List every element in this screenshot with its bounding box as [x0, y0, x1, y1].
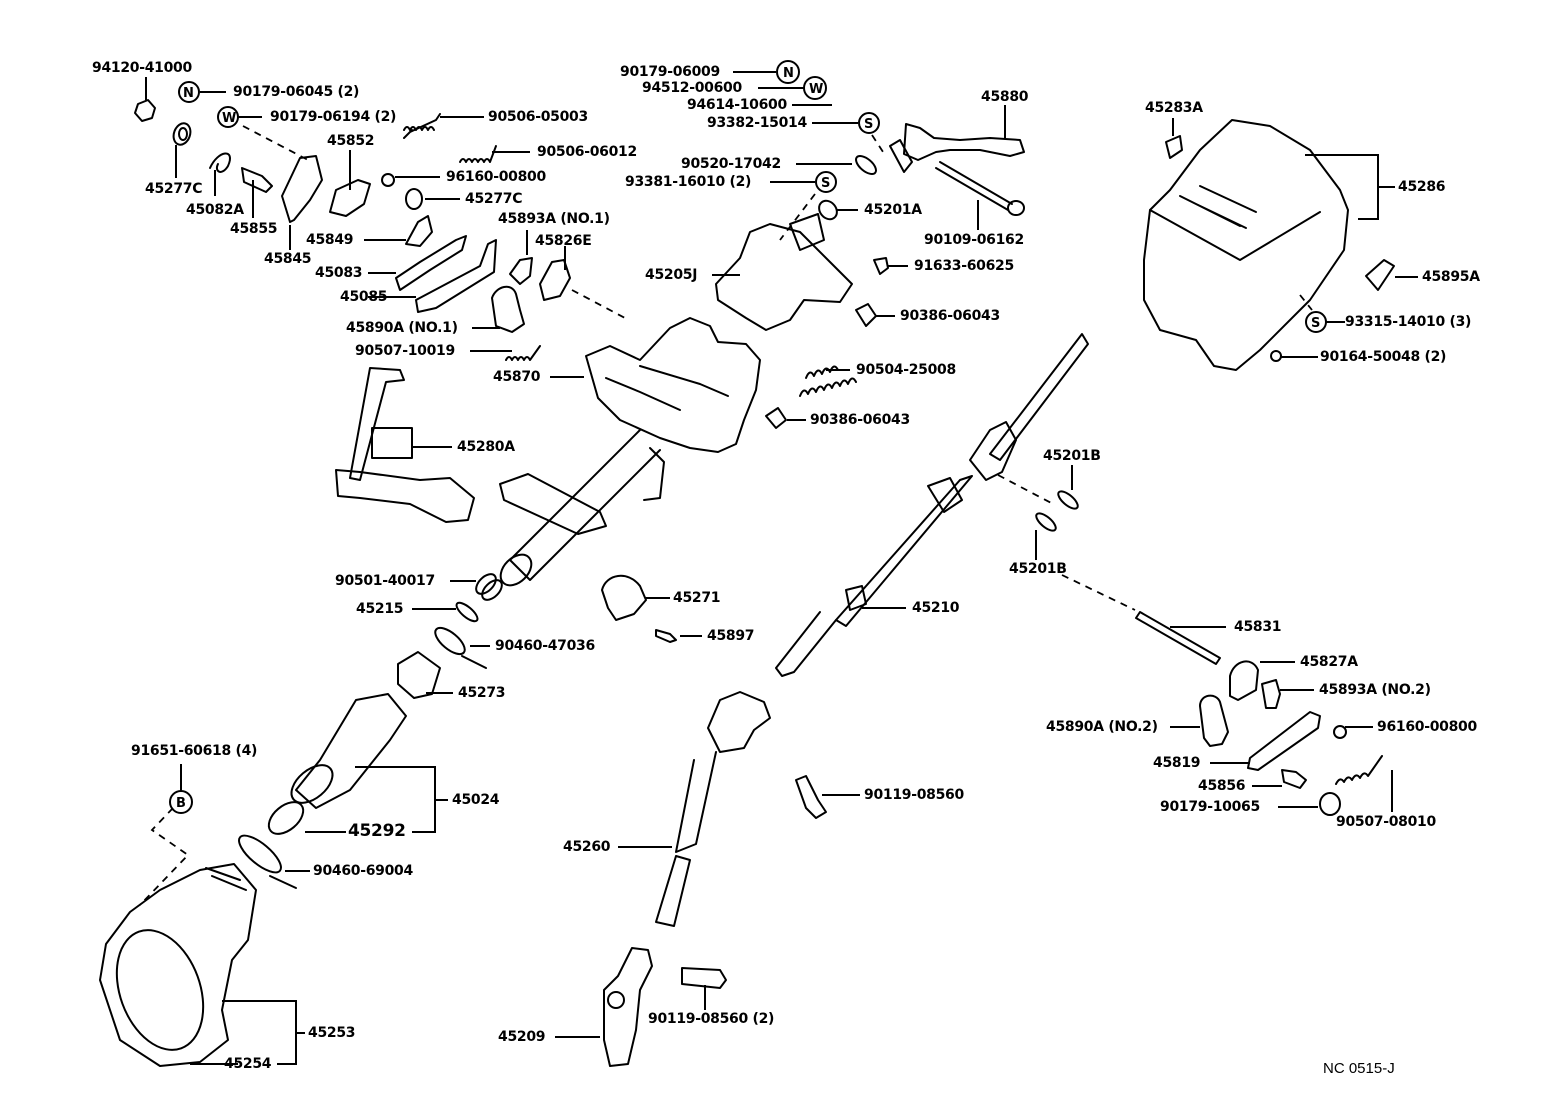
label-45209: 45209: [498, 1029, 546, 1045]
part-drawings: [99, 99, 1395, 1067]
diagram-code: NC 0515-J: [1323, 1060, 1395, 1077]
label-90119-08560-x2: 90119-08560 (2): [648, 1011, 775, 1027]
label-45831: 45831: [1234, 619, 1282, 635]
label-45210: 45210: [912, 600, 960, 616]
label-45893A-no2: 45893A (NO.2): [1319, 682, 1431, 698]
symbol-n-1: N: [183, 86, 194, 101]
label-45895A: 45895A: [1422, 269, 1480, 285]
nut-shape: [134, 99, 156, 122]
leader-lines: [145, 71, 1418, 1065]
label-45845: 45845: [264, 251, 312, 267]
label-90504-25008: 90504-25008: [856, 362, 956, 378]
label-90460-47036: 90460-47036: [495, 638, 595, 654]
label-45827A: 45827A: [1300, 654, 1358, 670]
label-45205J: 45205J: [645, 267, 698, 283]
label-90179-06045: 90179-06045 (2): [233, 84, 360, 100]
label-90119-08560: 90119-08560: [864, 787, 964, 803]
label-90520-17042: 90520-17042: [681, 156, 781, 172]
symbol-s-3: S: [1311, 316, 1320, 331]
label-45286: 45286: [1398, 179, 1446, 195]
label-91651-60618: 91651-60618 (4): [131, 743, 258, 759]
label-90179-06009: 90179-06009: [620, 64, 720, 80]
label-90164-50048: 90164-50048 (2): [1320, 349, 1447, 365]
label-90179-10065: 90179-10065: [1160, 799, 1260, 815]
label-94512-00600: 94512-00600: [642, 80, 742, 96]
label-45253: 45253: [308, 1025, 356, 1041]
label-45201B-upper: 45201B: [1043, 448, 1101, 464]
label-90179-06194: 90179-06194 (2): [270, 109, 397, 125]
label-45897: 45897: [707, 628, 755, 644]
label-45260: 45260: [563, 839, 611, 855]
symbol-s-1: S: [864, 117, 873, 132]
label-45215: 45215: [356, 601, 404, 617]
label-93315-14010: 93315-14010 (3): [1345, 314, 1472, 330]
label-90386-06043-upper: 90386-06043: [900, 308, 1000, 324]
label-90506-05003: 90506-05003: [488, 109, 588, 125]
label-45893A-no1: 45893A (NO.1): [498, 211, 610, 227]
symbol-s-2: S: [821, 176, 830, 191]
label-90460-69004: 90460-69004: [313, 863, 413, 879]
label-45024: 45024: [452, 792, 500, 808]
symbol-b: B: [176, 796, 186, 811]
symbol-w-2: W: [809, 82, 823, 97]
label-90506-06012: 90506-06012: [537, 144, 637, 160]
label-96160-00800-lower: 96160-00800: [1377, 719, 1477, 735]
symbol-n-2: N: [783, 66, 794, 81]
label-45890A-no1: 45890A (NO.1): [346, 320, 458, 336]
label-45082A: 45082A: [186, 202, 244, 218]
label-90386-06043-lower: 90386-06043: [810, 412, 910, 428]
label-45083: 45083: [315, 265, 363, 281]
label-45870: 45870: [493, 369, 541, 385]
label-96160-00800-upper: 96160-00800: [446, 169, 546, 185]
label-45273: 45273: [458, 685, 506, 701]
label-93381-16010: 93381-16010 (2): [625, 174, 752, 190]
symbol-markers: N W N W S S S B: [169, 60, 1327, 814]
label-45292: 45292: [348, 821, 406, 841]
label-45201B-lower: 45201B: [1009, 561, 1067, 577]
label-91633-60625: 91633-60625: [914, 258, 1014, 274]
label-45280A: 45280A: [457, 439, 515, 455]
label-45856: 45856: [1198, 778, 1246, 794]
label-90507-08010: 90507-08010: [1336, 814, 1436, 830]
label-45826E: 45826E: [535, 233, 592, 249]
label-45283A: 45283A: [1145, 100, 1203, 116]
label-45201A: 45201A: [864, 202, 922, 218]
label-45819: 45819: [1153, 755, 1201, 771]
label-94614-10600: 94614-10600: [687, 97, 787, 113]
label-45085: 45085: [340, 289, 388, 305]
label-45277C-right: 45277C: [465, 191, 523, 207]
label-90507-10019: 90507-10019: [355, 343, 455, 359]
label-45277C-left: 45277C: [145, 181, 203, 197]
label-94120-41000: 94120-41000: [92, 60, 192, 76]
label-45271: 45271: [673, 590, 721, 606]
label-45890A-no2: 45890A (NO.2): [1046, 719, 1158, 735]
label-45880: 45880: [981, 89, 1029, 105]
symbol-w-1: W: [222, 111, 236, 126]
label-93382-15014: 93382-15014: [707, 115, 807, 131]
label-45849: 45849: [306, 232, 354, 248]
label-90109-06162: 90109-06162: [924, 232, 1024, 248]
label-90501-40017: 90501-40017: [335, 573, 435, 589]
label-45254: 45254: [224, 1056, 272, 1072]
label-45852: 45852: [327, 133, 375, 149]
label-45855: 45855: [230, 221, 278, 237]
alignment-lines: [139, 125, 1313, 906]
